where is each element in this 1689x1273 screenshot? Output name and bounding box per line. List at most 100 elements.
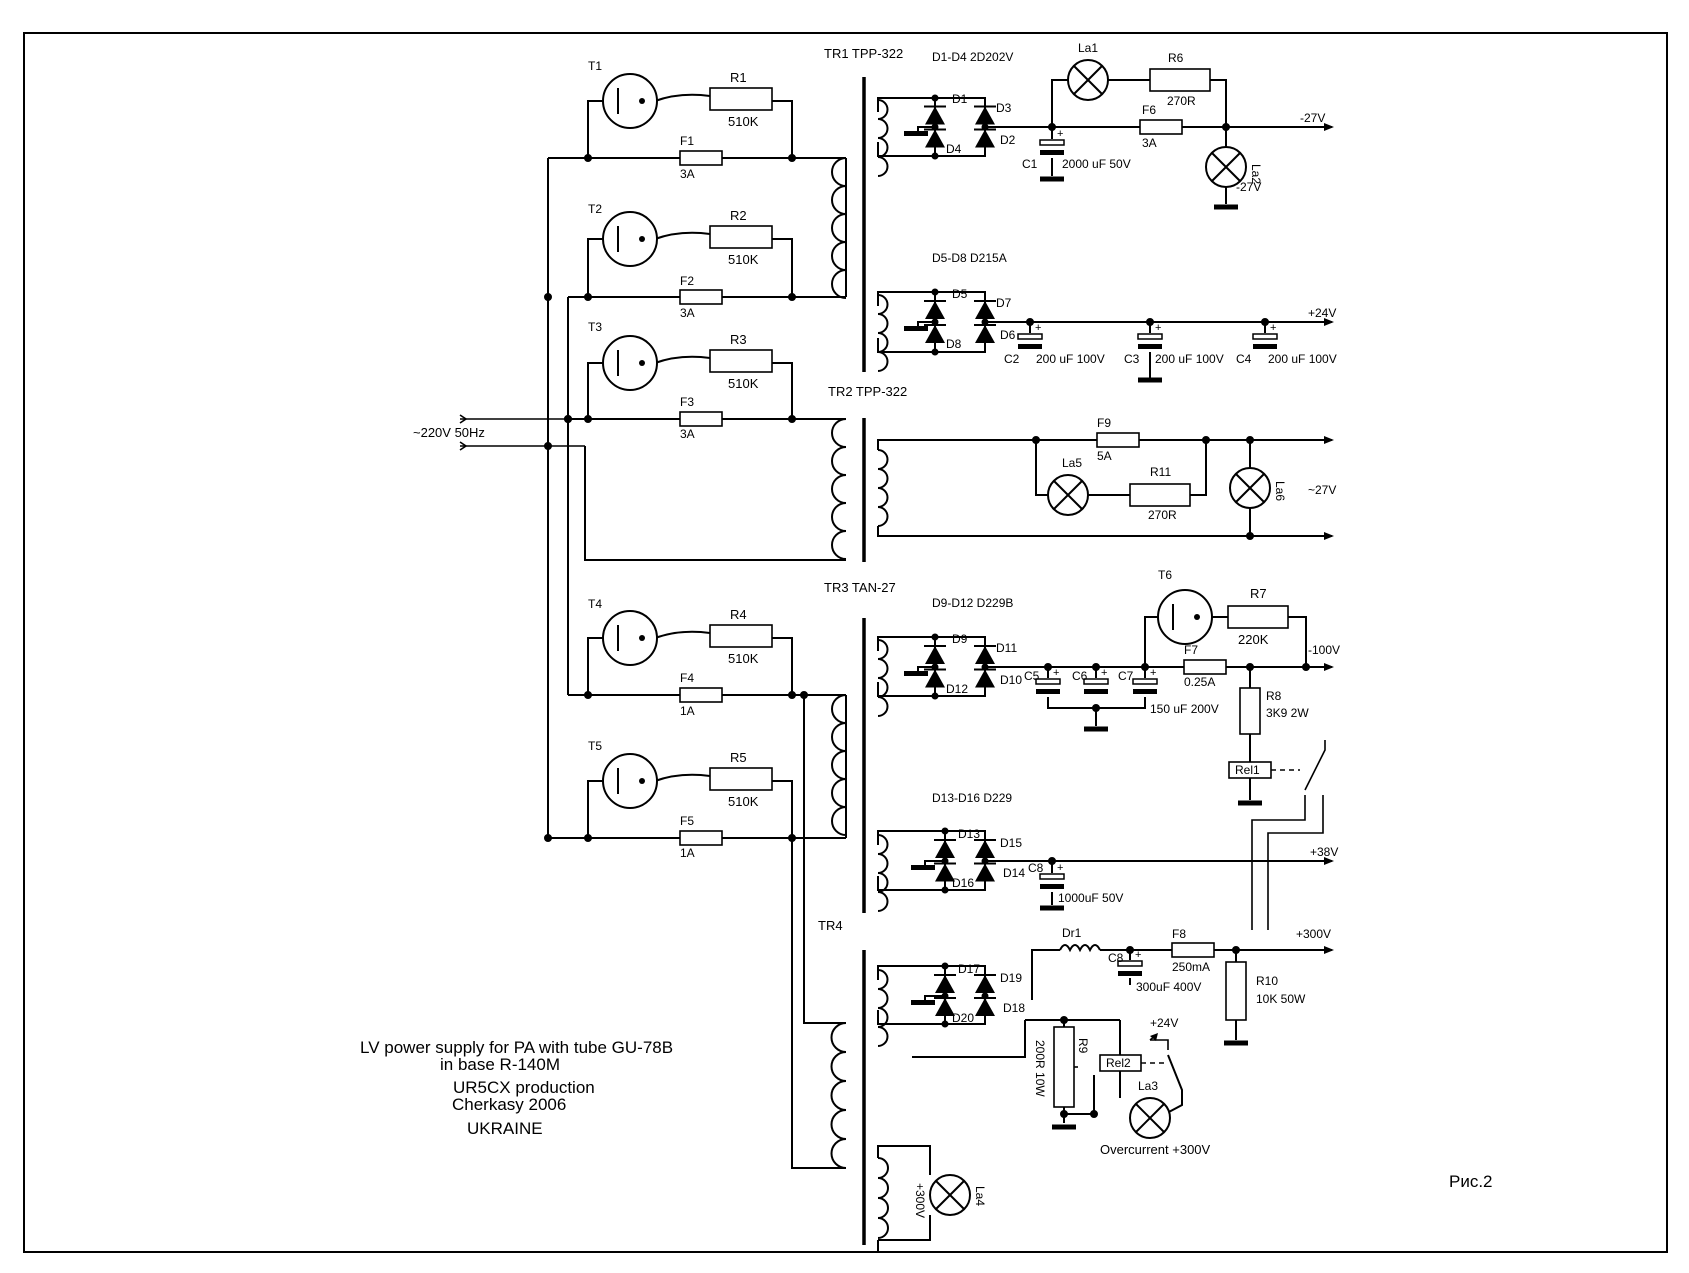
fuse-f2 <box>679 289 723 305</box>
ground-r9 <box>1052 1124 1076 1130</box>
tube-t1-label: T1 <box>588 59 602 73</box>
c4-label: C4 <box>1236 352 1252 366</box>
r7-label: R7 <box>1250 586 1267 601</box>
bridge-3-diode-4-body <box>975 669 995 688</box>
f7-value: 0.25A <box>1184 675 1215 689</box>
bridge-4-junction-1 <box>941 857 949 865</box>
ground-r10 <box>1224 1040 1248 1046</box>
bridge-1 <box>877 94 996 160</box>
fuse-f9 <box>1096 432 1140 448</box>
rail5-output: +38V <box>1310 845 1338 859</box>
bridge-5-diode-3-body <box>975 975 995 993</box>
drawing-frame <box>23 32 1668 1253</box>
r1-value: 510K <box>728 114 759 129</box>
bridge-4-diode-4-body <box>975 863 995 882</box>
caption-line-5: UKRAINE <box>467 1119 543 1138</box>
d5-label: D5 <box>952 287 968 301</box>
tr1-secondary-winding <box>877 99 889 177</box>
la2-label: La2 <box>1249 164 1263 184</box>
f3-label: F3 <box>680 395 694 409</box>
bridge-3-top-wire <box>877 636 986 651</box>
caption-line-2: in base R-140M <box>440 1055 560 1074</box>
c4-value: 200 uF 100V <box>1268 352 1337 366</box>
tube-t4 <box>602 610 658 666</box>
tr2-label: TR2 TPP-322 <box>828 384 907 399</box>
bridge-4-junction-4 <box>941 886 949 894</box>
f1-value: 3A <box>680 167 695 181</box>
bridge-4-ground <box>911 865 935 870</box>
bridge-3-junction-3 <box>931 633 939 641</box>
ground-rel1 <box>1238 800 1262 806</box>
rail1-output: -27V <box>1300 111 1325 125</box>
bridge-1-top-wire <box>877 97 986 112</box>
fuse-f1 <box>679 150 723 166</box>
tube-t3 <box>602 335 658 391</box>
bridge-5-diode-4-body <box>975 998 995 1016</box>
c2-label: C2 <box>1004 352 1020 366</box>
tr4-secondary-winding <box>877 969 889 1047</box>
fuse-f7 <box>1183 659 1227 675</box>
tr2-secondary-winding <box>877 449 889 527</box>
f5-label: F5 <box>680 814 694 828</box>
caption-line-1: LV power supply for PA with tube GU-78B <box>360 1038 673 1057</box>
bridge-4-diode-2-body <box>935 863 955 882</box>
d16-label: D16 <box>952 876 974 890</box>
c8-value: 1000uF 50V <box>1058 891 1123 905</box>
tr2-primary-winding <box>831 418 847 560</box>
bridge-4-ground-wire <box>924 860 945 865</box>
rel2-label: Rel2 <box>1106 1056 1131 1070</box>
bridge-5-ground <box>911 1000 935 1005</box>
c5-c7-value: 150 uF 200V <box>1150 702 1219 716</box>
bridge-3 <box>877 633 996 700</box>
tr3-label: TR3 TAN-27 <box>824 580 896 595</box>
relay-rel2 <box>1099 1054 1142 1072</box>
bridge-1-diode-2-body <box>925 129 945 148</box>
r6-value: 270R <box>1167 94 1196 108</box>
bridge-2-diode-3 <box>974 300 996 319</box>
rail-plus38v <box>985 857 1334 905</box>
tr4-primary-winding <box>830 1022 847 1169</box>
d9-label: D9 <box>952 632 968 646</box>
fuse-f5 <box>679 830 723 846</box>
fuse-f4 <box>679 687 723 703</box>
bridge-4-junction-3 <box>941 827 949 835</box>
tr3-primary-winding <box>831 694 847 836</box>
rail3-output: ~27V <box>1308 483 1336 497</box>
la2-value: -27V <box>1236 180 1261 194</box>
c9-label: C8 <box>1108 951 1124 965</box>
rail6-output: +300V <box>1296 927 1331 941</box>
d20-label: D20 <box>952 1011 974 1025</box>
bridge-2-top-wire <box>877 291 986 306</box>
resistor-r10 <box>1225 961 1247 1021</box>
f5-value: 1A <box>680 846 695 860</box>
resistor-r7 <box>1227 605 1289 629</box>
lamp-la4 <box>929 1174 971 1216</box>
bridge-3-ground-wire <box>917 666 935 671</box>
r10-value: 10K 50W <box>1256 992 1306 1006</box>
ground-c1 <box>1040 176 1064 182</box>
bridge-1-junction-4 <box>931 152 939 160</box>
bridge-1-diode-3 <box>974 105 996 125</box>
bridge-5-junction-2 <box>981 992 989 1000</box>
fuse-f8 <box>1171 942 1215 958</box>
tube-t4-label: T4 <box>588 597 602 611</box>
lamp-la1 <box>1067 59 1109 101</box>
d6-label: D6 <box>1000 328 1016 342</box>
bridge-3-diode-1-body <box>925 646 945 664</box>
lamp-la6 <box>1229 467 1271 509</box>
d11-label: D11 <box>996 641 1017 655</box>
bridge-5 <box>877 962 996 1028</box>
rel1-label: Rel1 <box>1235 763 1260 777</box>
tube-t2 <box>602 211 658 267</box>
tr4-secondary-winding-2 <box>877 1157 889 1239</box>
f9-value: 5A <box>1097 449 1112 463</box>
la6-label: La6 <box>1273 481 1287 501</box>
bridge-3-diode-2-body <box>925 669 945 688</box>
resistor-r6 <box>1149 68 1211 92</box>
resistor-r8 <box>1239 687 1261 735</box>
f2-label: F2 <box>680 274 694 288</box>
resistor-r9 <box>1053 1026 1075 1108</box>
d7-label: D7 <box>996 296 1012 310</box>
tr4-label: TR4 <box>818 918 843 933</box>
